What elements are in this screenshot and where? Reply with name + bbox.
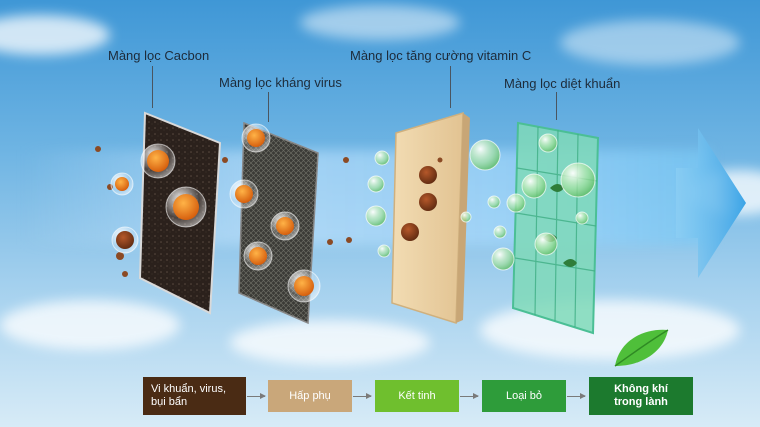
airflow-arrow-icon bbox=[676, 128, 746, 278]
cloud bbox=[0, 15, 110, 55]
process-flow: Vi khuẩn, virus, bụi bẩn Hấp phụ Kết tin… bbox=[0, 360, 760, 420]
step-adsorption: Hấp phụ bbox=[268, 380, 352, 412]
leader-line bbox=[450, 66, 451, 108]
connector-arrow bbox=[247, 393, 266, 399]
step-contaminants: Vi khuẩn, virus, bụi bẩn bbox=[143, 377, 246, 415]
bacteria-particle-icon bbox=[419, 166, 437, 184]
step-label: Hấp phụ bbox=[289, 389, 331, 402]
hcho-particle-icon bbox=[270, 211, 300, 241]
step-label: Loại bỏ bbox=[505, 389, 543, 402]
vitamin-c-bubble-icon bbox=[365, 133, 596, 271]
bacteria-particle-icon bbox=[111, 226, 139, 254]
leader-line bbox=[152, 66, 153, 108]
hcho-particle-icon bbox=[110, 172, 134, 196]
label-vitaminc-filter: Màng lọc tăng cường vitamin C bbox=[350, 48, 532, 63]
step-label: Không khí trong lành bbox=[614, 383, 668, 408]
label-antibacterial-filter: Màng lọc diệt khuẩn bbox=[504, 76, 621, 91]
leader-line bbox=[556, 92, 557, 120]
label-carbon-filter: Màng lọc Cacbon bbox=[108, 48, 210, 63]
leader-line bbox=[268, 92, 269, 122]
connector-arrow bbox=[567, 393, 586, 399]
step-label: Vi khuẩn, virus, bụi bẩn bbox=[151, 383, 227, 408]
leaf-icon bbox=[614, 329, 669, 367]
cloud bbox=[560, 20, 740, 65]
label-antivirus-filter: Màng lọc kháng virus bbox=[219, 75, 342, 90]
hcho-particle-icon bbox=[287, 269, 321, 303]
step-remove: Loại bỏ bbox=[482, 380, 566, 412]
hcho-particle-icon bbox=[241, 123, 271, 153]
connector-arrow bbox=[353, 393, 372, 399]
step-label: Kết tinh bbox=[398, 389, 436, 402]
bacteria-particle-icon bbox=[419, 193, 437, 211]
hcho-particle-icon bbox=[140, 143, 176, 179]
step-fresh-air: Không khí trong lành bbox=[589, 377, 693, 415]
cloud bbox=[0, 300, 180, 350]
hcho-particle-icon bbox=[229, 179, 259, 209]
cloud bbox=[230, 320, 430, 365]
hcho-particle-icon bbox=[165, 186, 207, 228]
bacteria-particle-icon bbox=[401, 223, 419, 241]
connector-arrow bbox=[460, 393, 479, 399]
hcho-particle-icon bbox=[243, 241, 273, 271]
vitaminc-filter-panel bbox=[391, 111, 470, 325]
step-crystallize: Kết tinh bbox=[375, 380, 459, 412]
cloud bbox=[300, 5, 460, 40]
